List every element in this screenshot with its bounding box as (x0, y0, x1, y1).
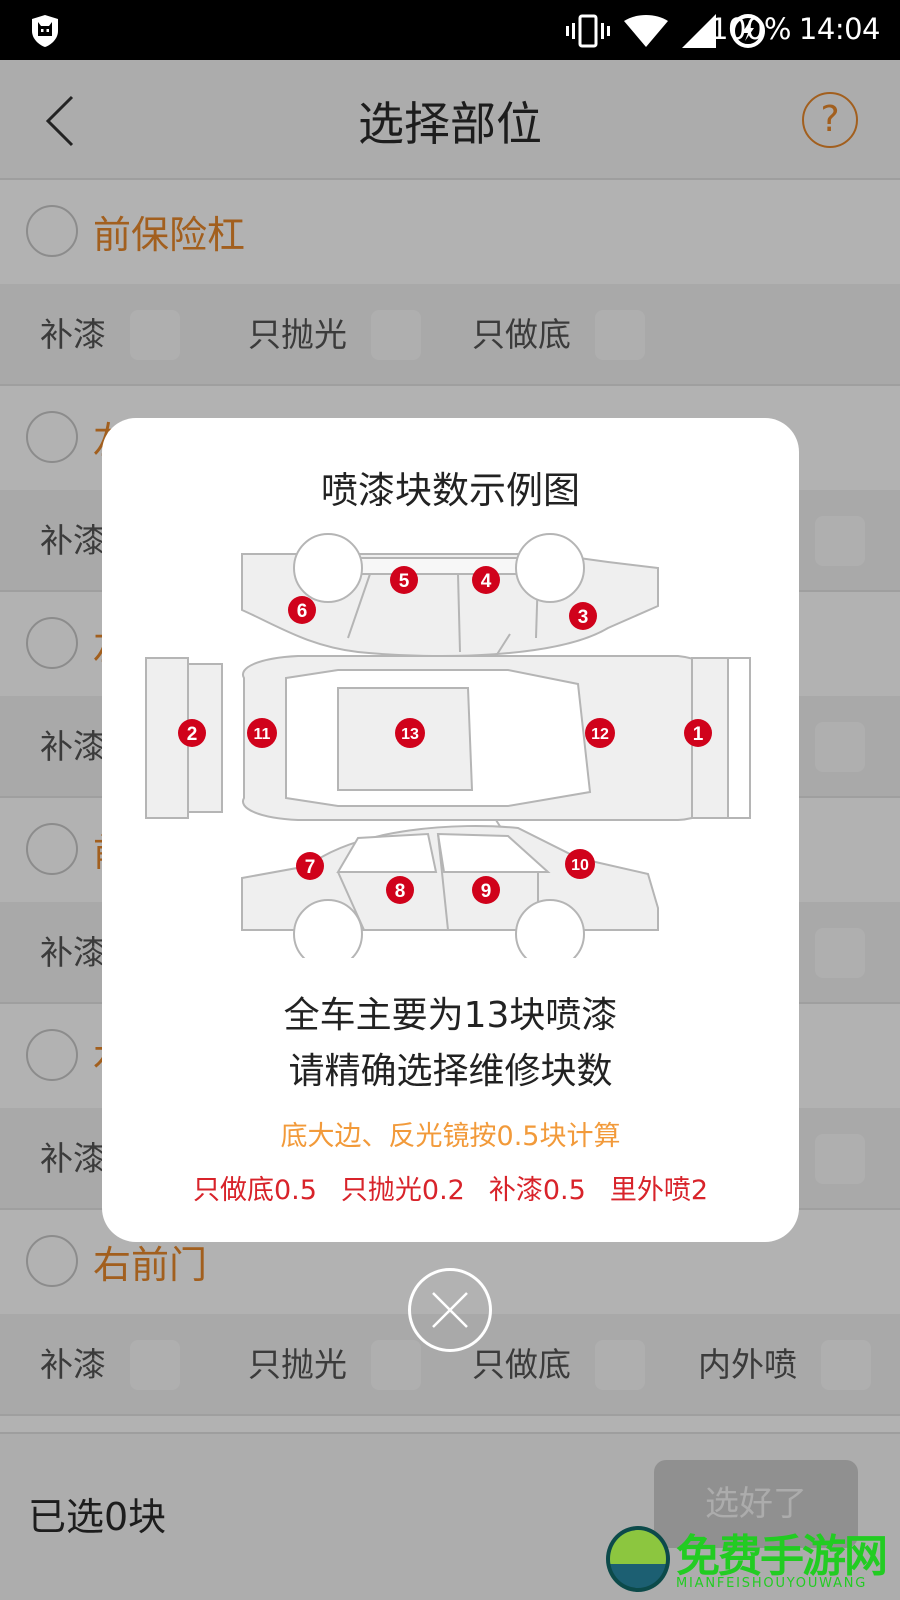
paint-panel-example-dialog: 喷漆块数示例图 (102, 418, 799, 1242)
status-bar: 100%14:04 (0, 0, 900, 60)
part-row[interactable]: 前保险杠 (0, 180, 900, 284)
part-radio[interactable] (26, 411, 78, 463)
option-checkbox[interactable] (130, 1340, 180, 1390)
option-label: 补漆 (40, 727, 106, 766)
part-radio[interactable] (26, 617, 78, 669)
back-button[interactable] (40, 94, 80, 148)
dialog-note: 底大边、反光镜按0.5块计算 (280, 1121, 621, 1152)
part-radio[interactable] (26, 205, 78, 257)
help-button[interactable]: ? (802, 92, 858, 148)
option-checkbox[interactable] (815, 516, 865, 566)
option-inside-outside[interactable]: 内外喷 (698, 1340, 871, 1390)
clock: 14:04 (798, 12, 881, 46)
shield-cat-icon (32, 15, 58, 47)
svg-text:12: 12 (591, 726, 609, 743)
wifi-icon (624, 15, 668, 47)
svg-text:3: 3 (578, 607, 589, 628)
part-radio[interactable] (26, 1029, 78, 1081)
selected-count: 已选0块 (28, 1495, 167, 1539)
svg-text:2: 2 (187, 724, 198, 745)
title-bar: 选择部位 ? (0, 60, 900, 180)
option-checkbox[interactable] (595, 310, 645, 360)
dialog-line-2: 请精确选择维修块数 (288, 1051, 613, 1092)
option-row: 补漆 只抛光 只做底 (0, 284, 900, 386)
page-title: 选择部位 (358, 97, 542, 151)
option-label: 补漆 (40, 521, 106, 560)
part-radio[interactable] (26, 823, 78, 875)
svg-text:11: 11 (254, 726, 271, 743)
car-panel-diagram: 1 2 3 4 5 6 7 8 9 10 11 12 13 (145, 533, 751, 958)
rate-inside-outside: 里外喷2 (609, 1175, 709, 1206)
option-label: 只做底 (472, 1345, 571, 1384)
option-label: 只做底 (472, 315, 571, 354)
battery-percent: 100% (710, 12, 791, 46)
option-checkbox[interactable] (371, 1340, 421, 1390)
cell-signal-icon (682, 14, 716, 48)
watermark-cn: 免费手游网 (676, 1531, 888, 1582)
option-checkbox[interactable] (821, 1340, 871, 1390)
option-label: 内外喷 (698, 1345, 797, 1384)
close-icon (432, 1292, 468, 1328)
option-label: 补漆 (40, 315, 106, 354)
option-checkbox[interactable] (815, 722, 865, 772)
option-checkbox[interactable] (815, 1134, 865, 1184)
svg-text:5: 5 (399, 571, 410, 592)
option-checkbox[interactable] (371, 310, 421, 360)
close-dialog-button[interactable] (408, 1268, 492, 1352)
rate-polish: 只抛光0.2 (340, 1175, 465, 1206)
dialog-rates: 只做底0.5 只抛光0.2 补漆0.5 里外喷2 (102, 1168, 799, 1207)
watermark: 免费手游网 MIANFEISHOUYOUWANG (606, 1526, 896, 1596)
option-label: 补漆 (40, 933, 106, 972)
option-label: 只抛光 (248, 1345, 347, 1384)
option-checkbox[interactable] (595, 1340, 645, 1390)
option-checkbox[interactable] (815, 928, 865, 978)
svg-text:4: 4 (481, 571, 492, 592)
rate-primer: 只做底0.5 (192, 1175, 317, 1206)
option-touch-up[interactable]: 补漆 (40, 1340, 180, 1390)
bottom-bar: 已选0块 选好了 (0, 1432, 900, 1600)
option-label: 只抛光 (248, 315, 347, 354)
dialog-title: 喷漆块数示例图 (321, 469, 580, 512)
option-label: 补漆 (40, 1139, 106, 1178)
option-primer-only[interactable]: 只做底 (472, 310, 645, 360)
option-primer-only[interactable]: 只做底 (472, 1340, 645, 1390)
svg-text:8: 8 (395, 881, 406, 902)
svg-text:13: 13 (401, 726, 419, 743)
svg-text:10: 10 (571, 857, 589, 874)
option-polish-only[interactable]: 只抛光 (248, 1340, 421, 1390)
rate-touch-up: 补漆0.5 (488, 1175, 586, 1206)
charging-icon (731, 14, 765, 48)
svg-text:7: 7 (305, 857, 316, 878)
vibrate-icon (566, 14, 610, 48)
svg-text:1: 1 (693, 724, 704, 745)
svg-text:9: 9 (481, 881, 492, 902)
part-name: 前保险杠 (93, 213, 246, 257)
option-touch-up[interactable]: 补漆 (40, 310, 180, 360)
watermark-en: MIANFEISHOUYOUWANG (676, 1576, 868, 1591)
option-label: 补漆 (40, 1345, 106, 1384)
watermark-logo-icon (606, 1526, 670, 1592)
svg-text:6: 6 (297, 601, 308, 622)
done-button[interactable]: 选好了 (654, 1460, 858, 1548)
status-text: 100%14:04 (702, 12, 881, 46)
option-checkbox[interactable] (130, 310, 180, 360)
dialog-line-1: 全车主要为13块喷漆 (283, 995, 618, 1036)
part-name: 右前门 (93, 1243, 208, 1287)
option-polish-only[interactable]: 只抛光 (248, 310, 421, 360)
part-radio[interactable] (26, 1235, 78, 1287)
